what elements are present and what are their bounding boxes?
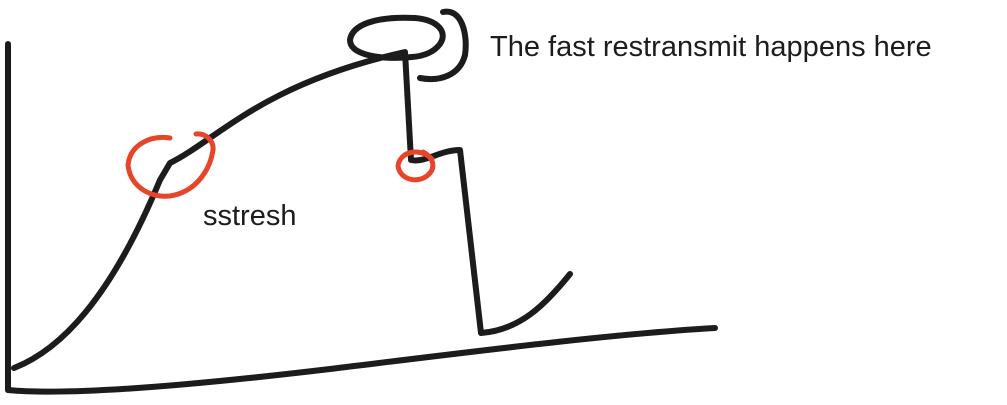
dip-highlight	[395, 149, 436, 183]
ssthresh-label: sstresh	[203, 200, 297, 232]
cwnd-curve	[11, 49, 573, 371]
fast-retransmit-annotation: The fast restransmit happens here	[490, 31, 932, 63]
x-axis	[5, 325, 718, 395]
fast-retransmit-circle	[347, 8, 469, 82]
ssthresh-highlight	[125, 131, 216, 199]
